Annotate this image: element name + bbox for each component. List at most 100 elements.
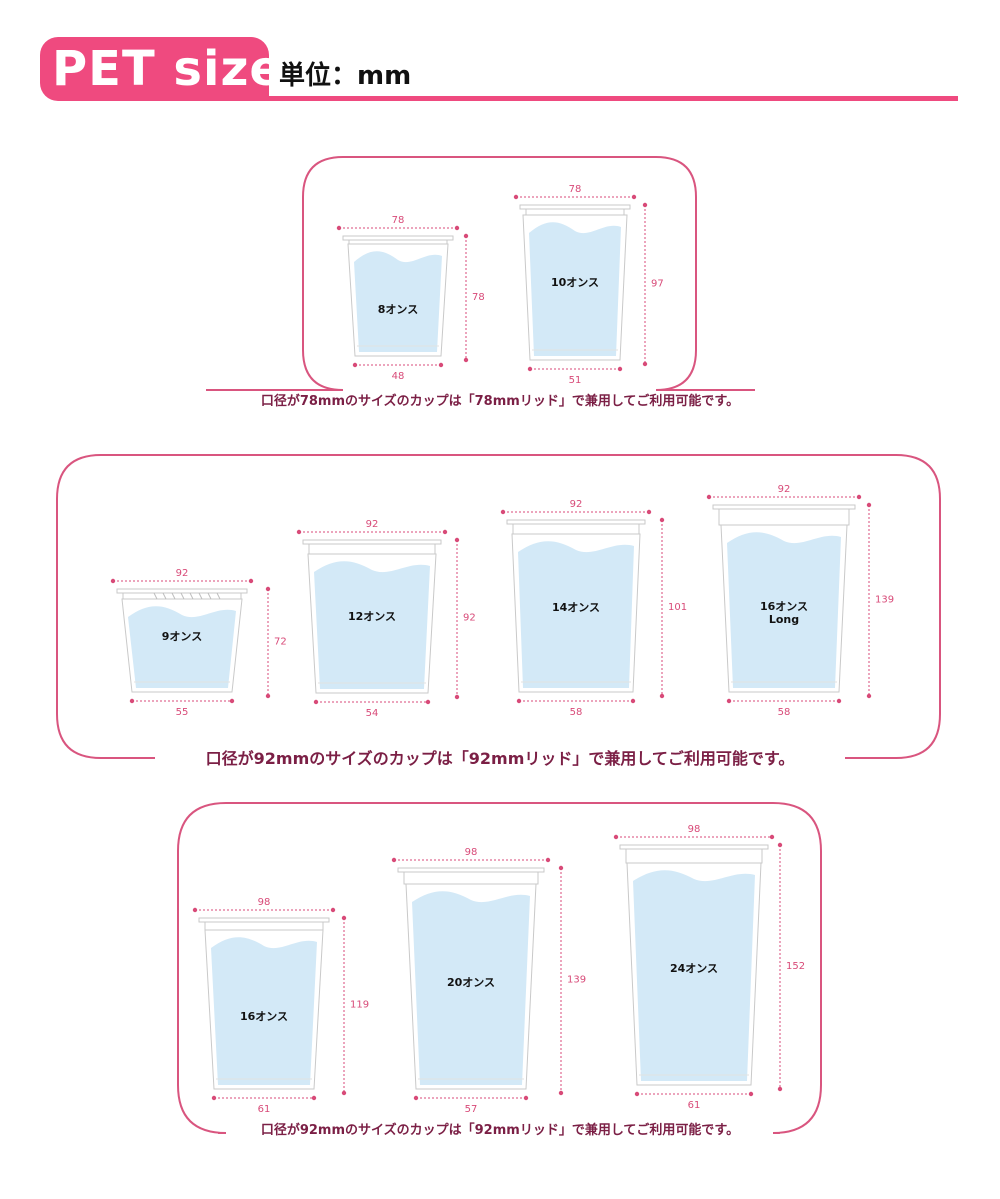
cup-collar: [718, 508, 850, 526]
top-diameter-label: 92: [570, 499, 583, 510]
dimension-endpoint: [110, 578, 116, 584]
bottom-diameter-label: 55: [176, 707, 189, 718]
dimension-endpoint: [391, 857, 397, 863]
group-frame-3: 986111916オンス985713920オンス986115224オンス口径が9…: [177, 802, 822, 1138]
lid-rib: [216, 592, 221, 600]
cup-3-2: 98 57 139 20オンス: [391, 847, 586, 1115]
dimension-endpoint: [777, 1086, 783, 1092]
dimension-endpoint: [836, 698, 842, 704]
compatibility-note: 口径が92mmのサイズのカップは「92mmリッド」で兼用してご利用可能です。: [261, 1122, 739, 1138]
dimension-endpoint: [631, 194, 637, 200]
height-label: 139: [875, 595, 894, 606]
cup-name-label: 12オンス: [348, 610, 396, 623]
bottom-diameter-label: 48: [392, 371, 405, 382]
water-fill: [727, 532, 841, 688]
dimension-endpoint: [513, 194, 519, 200]
header-badge: [40, 37, 269, 101]
dimension-endpoint: [311, 1095, 317, 1101]
cup-name-label: 20オンス: [447, 976, 495, 989]
dimension-endpoint: [500, 509, 506, 515]
dimension-endpoint: [634, 1091, 640, 1097]
lid-rib: [189, 592, 194, 600]
dimension-endpoint: [330, 907, 336, 913]
top-diameter-label: 98: [258, 897, 271, 908]
cup-name-label: 8オンス: [378, 303, 418, 316]
dimension-endpoint: [659, 693, 665, 699]
dimension-endpoint: [777, 842, 783, 848]
cup-rim: [397, 867, 545, 873]
bottom-diameter-label: 61: [258, 1104, 271, 1115]
cup-rim: [519, 204, 631, 210]
dimension-endpoint: [516, 698, 522, 704]
cup-collar: [308, 543, 436, 555]
bottom-diameter-label: 57: [465, 1104, 478, 1115]
dimension-endpoint: [336, 225, 342, 231]
dimension-endpoint: [454, 537, 460, 543]
cup-rim: [619, 844, 769, 850]
dimension-endpoint: [748, 1091, 754, 1097]
height-label: 119: [350, 1000, 369, 1011]
cup-name-label: 9オンス: [162, 630, 202, 643]
compatibility-note: 口径が92mmのサイズのカップは「92mmリッド」で兼用してご利用可能です。: [206, 749, 795, 768]
cup-collar: [525, 208, 625, 216]
water-fill: [211, 937, 317, 1085]
cup-name-label: 14オンス: [552, 601, 600, 614]
height-label: 101: [668, 602, 687, 613]
header-underline: [262, 96, 958, 101]
bottom-diameter-label: 54: [366, 708, 379, 719]
dimension-endpoint: [313, 699, 319, 705]
dimension-endpoint: [265, 693, 271, 699]
top-diameter-label: 98: [465, 847, 478, 858]
dimension-endpoint: [630, 698, 636, 704]
dimension-endpoint: [265, 586, 271, 592]
height-label: 92: [463, 613, 476, 624]
bottom-diameter-label: 58: [570, 707, 583, 718]
water-fill: [128, 606, 236, 688]
bottom-diameter-label: 58: [778, 707, 791, 718]
group-frame-1: 7848788オンス78519710オンス口径が78mmのサイズのカップは「78…: [206, 156, 755, 409]
dimension-endpoint: [642, 361, 648, 367]
cup-rim: [198, 917, 330, 923]
top-diameter-label: 98: [688, 824, 701, 835]
dimension-endpoint: [646, 509, 652, 515]
dimension-endpoint: [769, 834, 775, 840]
frame-border: [206, 156, 755, 391]
water-fill: [314, 561, 430, 689]
dimension-endpoint: [558, 1090, 564, 1096]
dimension-endpoint: [617, 366, 623, 372]
cup-rim: [116, 588, 248, 594]
top-diameter-label: 92: [366, 519, 379, 530]
cup-collar: [348, 239, 448, 245]
dimension-endpoint: [558, 865, 564, 871]
water-fill: [354, 251, 442, 352]
dimension-endpoint: [856, 494, 862, 500]
dimension-endpoint: [659, 517, 665, 523]
lid-rib: [162, 592, 167, 600]
dimension-endpoint: [527, 366, 533, 372]
dimension-endpoint: [211, 1095, 217, 1101]
cup-name-label: 24オンス: [670, 962, 718, 975]
dimension-endpoint: [229, 698, 235, 704]
dimension-endpoint: [352, 362, 358, 368]
lid-rib: [198, 592, 203, 600]
dimension-endpoint: [726, 698, 732, 704]
top-diameter-label: 92: [778, 484, 791, 495]
dimension-endpoint: [454, 694, 460, 700]
unit-label: 単位：mm: [279, 61, 412, 91]
lid-rib: [153, 592, 158, 600]
dimension-endpoint: [438, 362, 444, 368]
height-label: 139: [567, 975, 586, 986]
cup-name-label: 16オンス: [760, 600, 808, 613]
height-label: 152: [786, 961, 805, 972]
dimension-endpoint: [613, 834, 619, 840]
cup-collar: [625, 848, 763, 864]
cup-name-label: 16オンス: [240, 1010, 288, 1023]
cup-sub-label: Long: [769, 613, 799, 626]
dimension-endpoint: [866, 502, 872, 508]
